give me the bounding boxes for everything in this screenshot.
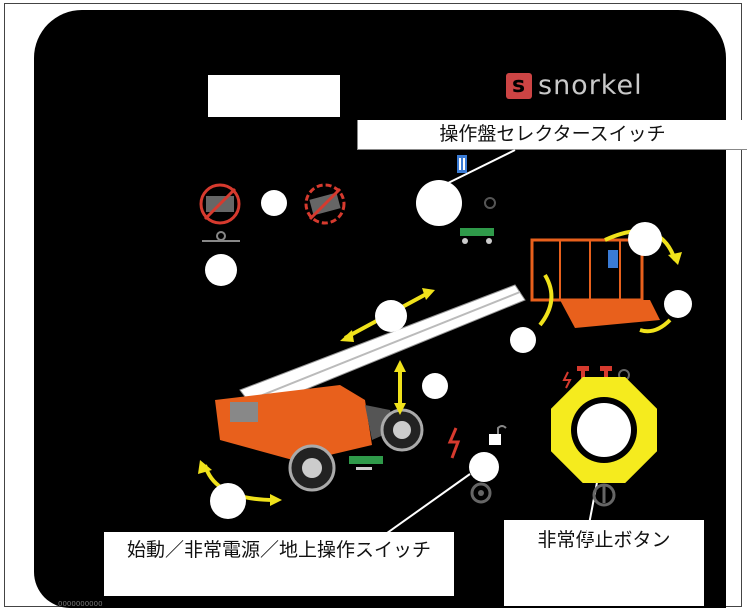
- snorkel-logo-mark: s: [506, 72, 532, 99]
- level-indicator-icon: [202, 231, 240, 242]
- callout-selector-switch-text: 操作盤セレクタースイッチ: [439, 123, 666, 145]
- level-knob[interactable]: [205, 254, 237, 286]
- callout-start-switch-text: 始動／非常電源／地上操作スイッチ: [126, 539, 431, 561]
- no-tilt-icon: [304, 183, 346, 225]
- emergency-stop-button[interactable]: [577, 403, 631, 457]
- indicator-ring: [484, 197, 496, 209]
- platform-blue-icon: [457, 155, 467, 173]
- snorkel-logo: s snorkel: [506, 70, 643, 101]
- callout-selector-switch: 操作盤セレクタースイッチ: [357, 120, 747, 150]
- selector-knob[interactable]: [416, 180, 462, 226]
- leader-selector: [439, 149, 516, 188]
- platform-rotate-knob[interactable]: [664, 290, 692, 318]
- no-drive-icon: [199, 183, 241, 225]
- snorkel-logo-text: snorkel: [538, 70, 643, 101]
- tilt-knob[interactable]: [261, 190, 287, 216]
- platform-level-knob[interactable]: [628, 222, 662, 256]
- turntable-rotate-knob[interactable]: [210, 483, 246, 519]
- platform-basket-illustration: [530, 238, 660, 328]
- off-symbol-icon: [592, 483, 616, 507]
- start-switch-knob[interactable]: [469, 452, 499, 482]
- lock-icon: [489, 425, 507, 445]
- estop-indicator-icons: [562, 366, 630, 389]
- callout-emergency-stop: 非常停止ボタン: [504, 520, 704, 606]
- boom-lift-knob[interactable]: [422, 373, 448, 399]
- boom-extend-knob[interactable]: [375, 300, 407, 332]
- lightning-icon: [447, 427, 461, 459]
- leader-start: [365, 473, 471, 549]
- machine-body-illustration: [215, 385, 424, 492]
- callout-start-switch: 始動／非常電源／地上操作スイッチ: [104, 532, 454, 596]
- jib-knob[interactable]: [510, 327, 536, 353]
- ground-green-icon: [460, 228, 494, 244]
- footer-code: 0000000000: [58, 600, 103, 608]
- arrow-heads: [198, 252, 682, 506]
- blank-label-top: [208, 75, 340, 117]
- callout-emergency-stop-text: 非常停止ボタン: [537, 529, 671, 551]
- turntable-green-icon: [349, 456, 383, 470]
- key-icon: [470, 482, 492, 504]
